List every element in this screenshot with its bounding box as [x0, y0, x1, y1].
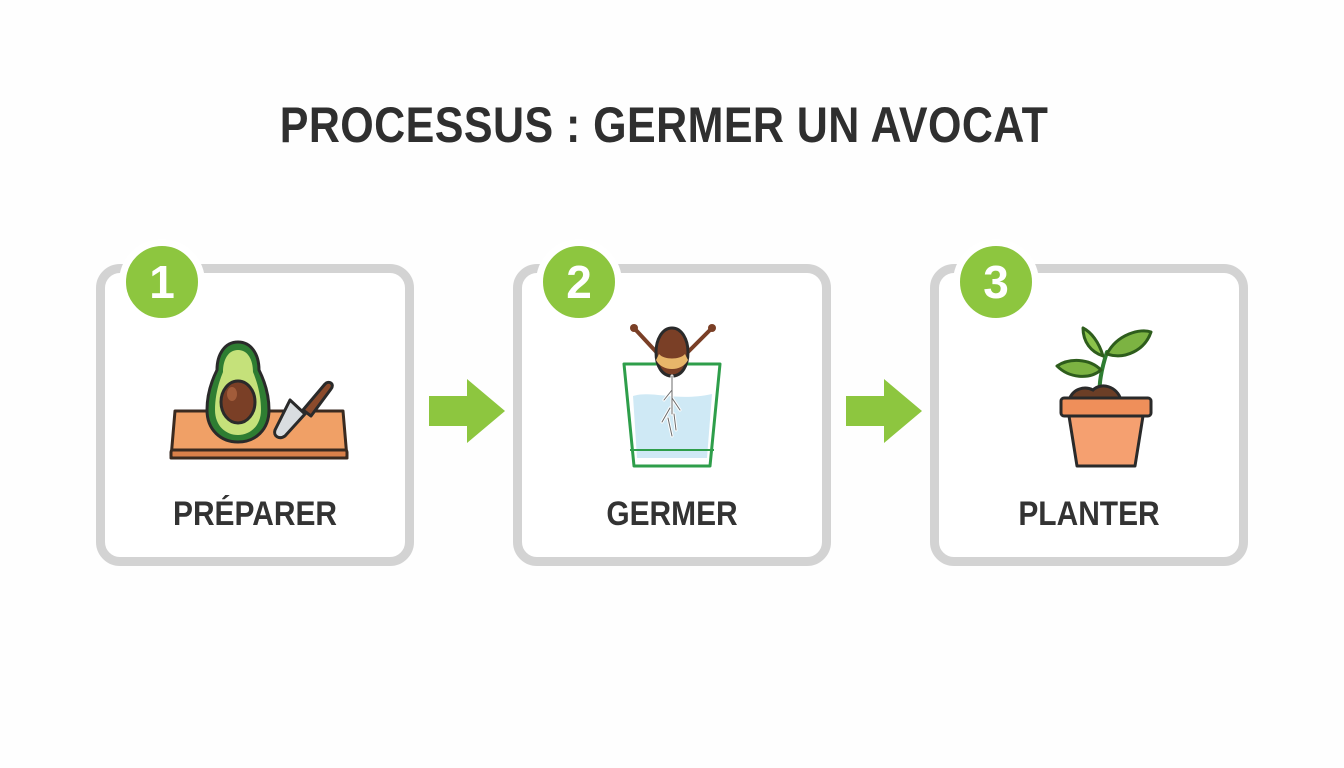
- step-label: PLANTER: [1018, 495, 1160, 533]
- right-arrow-icon: [846, 379, 922, 443]
- step-number-badge: 1: [119, 239, 205, 325]
- step-label: GERMER: [606, 495, 738, 533]
- page-title: PROCESSUS : GERMER UN AVOCAT: [279, 97, 1049, 153]
- step-card-germinate: 2 GERMER: [513, 239, 831, 566]
- step-card-prepare: 1 PRÉPARER: [96, 239, 414, 566]
- step-number-badge: 2: [536, 239, 622, 325]
- avocado-knife-cutting-board-icon: [169, 340, 349, 460]
- seedling-in-pot-icon: [1055, 326, 1153, 468]
- step-card-plant: 3 PLANTER: [930, 239, 1248, 566]
- right-arrow-icon: [429, 379, 505, 443]
- step-label: PRÉPARER: [172, 495, 338, 533]
- avocado-pit-in-water-glass-icon: [622, 324, 722, 468]
- step-number-badge: 3: [953, 239, 1039, 325]
